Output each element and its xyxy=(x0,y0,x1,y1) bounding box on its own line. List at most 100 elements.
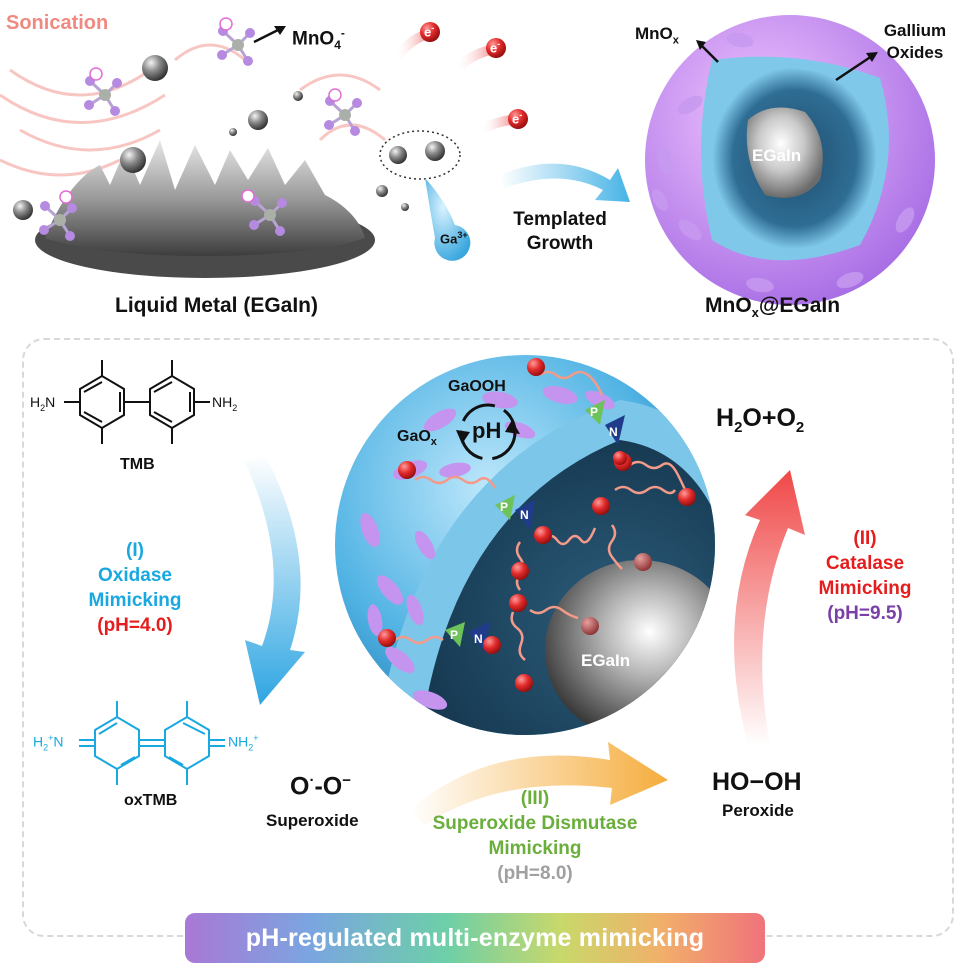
superoxide-label: Superoxide xyxy=(266,811,359,830)
electron-label-2: e- xyxy=(490,39,500,55)
superoxide-o1: O xyxy=(290,772,310,801)
tmb-left-group: H2N xyxy=(30,394,55,413)
product-sub: x xyxy=(751,305,759,321)
oxidase-arrow xyxy=(245,455,305,705)
sod-label: (III) Superoxide Dismutase Mimicking (pH… xyxy=(405,786,665,886)
oxtmb-label: oxTMB xyxy=(124,792,178,809)
gallium-ion-label: Ga3+ xyxy=(440,230,468,246)
particle-core-label: EGaIn xyxy=(752,146,802,165)
metal-nanodroplets xyxy=(13,55,445,220)
peroxide-formula: HO−OH xyxy=(712,768,802,796)
mnox-egain-particle xyxy=(645,15,935,305)
tmb-label: TMB xyxy=(120,456,155,473)
permanganate-sub: 4 xyxy=(334,38,341,53)
peroxide-label: Peroxide xyxy=(722,801,794,820)
summary-banner: pH-regulated multi-enzyme mimicking xyxy=(185,913,765,963)
oxtmb-right-sub: 2 xyxy=(248,742,254,753)
mechanism-illustration xyxy=(64,355,805,825)
oxtmb-left-sup: + xyxy=(48,733,54,743)
oxtmb-left-n: N xyxy=(53,733,64,750)
cycle-top-label: GaOOH xyxy=(448,378,506,395)
tmb-right-nh: NH xyxy=(212,394,233,410)
cycle-left-sub: x xyxy=(430,436,437,449)
negative-charge-badges xyxy=(59,17,342,204)
droplet-highlight-ring xyxy=(379,130,461,180)
templated-growth-line-2: Growth xyxy=(526,233,594,254)
top-illustration xyxy=(0,15,935,305)
electron-label-1: e- xyxy=(424,23,434,39)
water-h: H xyxy=(716,404,735,432)
templated-growth-line-1: Templated xyxy=(513,209,607,230)
permanganate-sup: - xyxy=(340,26,345,40)
oxtmb-right-sup: + xyxy=(253,733,259,743)
arrowhead xyxy=(866,52,878,62)
oxtmb-right-group: NH2+ xyxy=(228,733,259,752)
catalase-label: (II) Catalase Mimicking (pH=9.5) xyxy=(790,526,940,626)
gallium-ion-sup: 3+ xyxy=(457,230,468,240)
gallium-ion-drop xyxy=(425,178,471,261)
superoxide-charge: − xyxy=(342,772,351,789)
sod-arrow xyxy=(410,742,668,825)
sod-num: (III) xyxy=(520,788,550,809)
cycle-center-label: pH xyxy=(472,418,502,443)
oxtmb-structure xyxy=(79,701,225,785)
junction-n-1: N xyxy=(520,508,529,522)
templated-growth-arrow xyxy=(500,163,630,202)
superoxide-formula: O·-O− xyxy=(290,772,351,801)
permanganate-text: MnO xyxy=(292,28,335,50)
mnox-egain-label: MnOx@EGaIn xyxy=(705,294,840,320)
electron-sup: - xyxy=(497,39,501,49)
mnox-sub: x xyxy=(672,34,679,47)
catalase-line-2: Mimicking xyxy=(818,578,912,599)
tmb-right-group: NH2 xyxy=(212,394,237,413)
gallium-oxides-label: Gallium Oxides xyxy=(870,20,960,64)
permanganate-molecules xyxy=(39,26,362,241)
gallium-oxides-pointer-arrow xyxy=(835,54,873,82)
water-mid: O+O xyxy=(742,404,796,432)
tmb-right-sub: 2 xyxy=(232,402,238,413)
product-prefix: MnO xyxy=(705,294,752,317)
liquid-metal-label: Liquid Metal (EGaIn) xyxy=(115,294,318,317)
templated-growth-label: Templated Growth xyxy=(505,208,615,256)
electron-sup: - xyxy=(431,23,435,33)
mnox-label: MnOx xyxy=(635,24,679,46)
tmb-structure xyxy=(64,360,210,444)
electron-text: e xyxy=(512,111,520,127)
electron-sup: - xyxy=(519,110,523,120)
electron-text: e xyxy=(490,40,498,56)
oxidase-label: (I) Oxidase Mimicking (pH=4.0) xyxy=(60,538,210,638)
junction-p-2: P xyxy=(590,405,599,419)
junction-p-1: P xyxy=(500,500,509,514)
mnox-text: MnO xyxy=(635,24,673,43)
tmb-left-n: N xyxy=(45,394,56,410)
arrowhead xyxy=(274,26,286,35)
tmb-left-sub: 2 xyxy=(40,402,46,413)
tmb-left-h: H xyxy=(30,394,41,410)
oxygen-sub: 2 xyxy=(795,419,805,436)
arrowhead xyxy=(696,40,706,50)
superoxide-o2: -O xyxy=(314,772,343,801)
oxidase-line-1: Oxidase xyxy=(98,565,172,586)
junction-n-2: N xyxy=(609,425,618,439)
catalase-arrow xyxy=(734,470,805,745)
sod-line-1: Superoxide Dismutase xyxy=(432,813,638,834)
catalase-num: (II) xyxy=(853,528,877,549)
catalase-line-1: Catalase xyxy=(825,553,905,574)
water-sub: 2 xyxy=(734,419,743,436)
sonication-waves xyxy=(0,43,386,177)
junction-n-3: N xyxy=(474,632,483,646)
sonication-label: Sonication xyxy=(6,12,109,34)
oxidase-ph: (pH=4.0) xyxy=(97,615,173,636)
electron-text: e xyxy=(424,24,432,40)
superoxide-dot: · xyxy=(309,772,315,789)
gallium-oxides-line-2: Oxides xyxy=(886,43,944,62)
oxtmb-left-group: H2+N xyxy=(33,733,64,752)
sphere-core-label: EGaIn xyxy=(581,651,631,670)
banner-text: pH-regulated multi-enzyme mimicking xyxy=(245,923,705,952)
junction-p-3: P xyxy=(450,628,459,642)
electrons-top xyxy=(390,22,528,135)
catalase-ph: (pH=9.5) xyxy=(827,603,903,624)
cycle-left-label: GaOx xyxy=(397,428,437,448)
catalyst-sphere-cutaway xyxy=(335,355,715,735)
gallium-oxides-line-1: Gallium xyxy=(883,21,947,40)
